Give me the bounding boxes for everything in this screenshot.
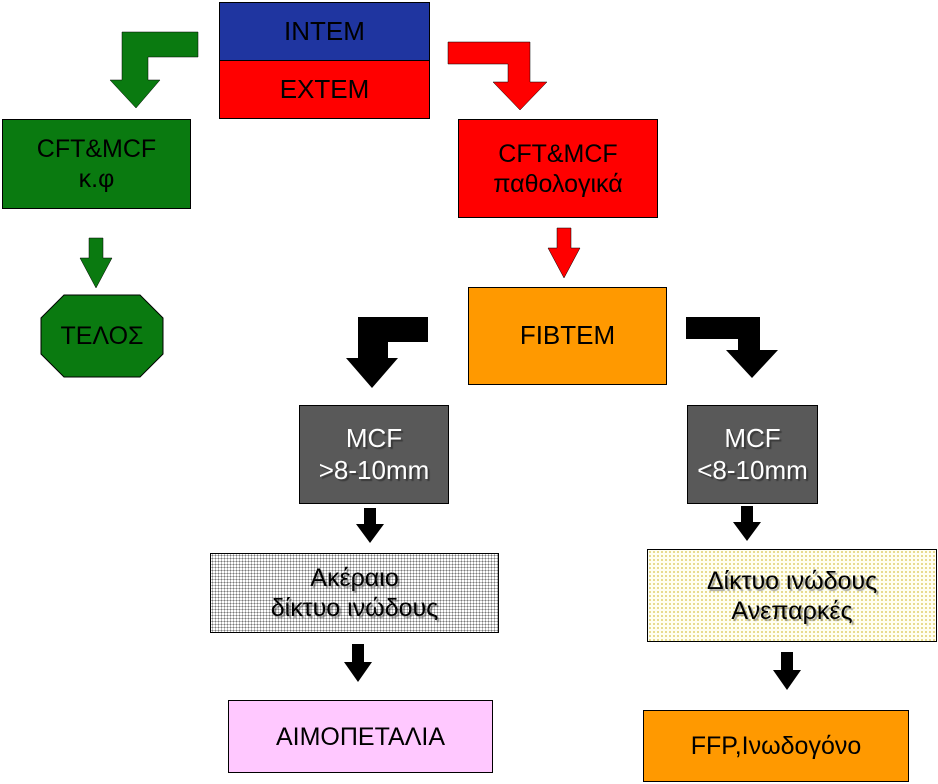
cft-abnormal-line1: CFT&MCF	[498, 139, 618, 168]
cft-abnormal-line2: παθολογικά	[493, 169, 623, 198]
fibrin-insufficient-box: Δίκτυο ινώδους Ανεπαρκές	[647, 549, 937, 642]
mcf-low-box: MCF <8-10mm	[687, 405, 818, 504]
arrow-to-cft-abnormal	[447, 41, 548, 111]
ffp-box: FFP,Ινωδογόνο	[643, 710, 909, 782]
fibrin-intact-line2: δίκτυο ινώδους	[270, 594, 439, 622]
arrow-to-cft-normal	[109, 31, 199, 109]
extem-label: EXTEM	[279, 73, 370, 104]
telos-octagon: ΤΕΛΟΣ	[40, 294, 164, 378]
mcf-low-line1: MCF	[724, 423, 781, 454]
arrow-to-mcf-low	[686, 317, 778, 378]
extem-box: EXTEM	[219, 60, 430, 119]
mcf-high-line1: MCF	[345, 423, 403, 454]
mcf-high-line2: >8-10mm	[318, 454, 430, 485]
fibtem-label: FIBTEM	[519, 320, 616, 351]
cft-normal-box: CFT&MCF κ.φ	[2, 119, 191, 209]
arrow-to-fibtem	[547, 227, 581, 279]
fibrin-insufficient-line1: Δίκτυο ινώδους	[706, 566, 878, 595]
intem-box: INTEM	[219, 2, 430, 61]
fibtem-box: FIBTEM	[468, 287, 667, 385]
arrow-to-mcf-high	[346, 317, 428, 388]
intem-label: INTEM	[284, 15, 365, 46]
cft-abnormal-box: CFT&MCF παθολογικά	[458, 119, 658, 218]
mcf-high-box: MCF >8-10mm	[299, 405, 449, 504]
arrow-to-platelets	[344, 644, 372, 682]
platelets-box: ΑΙΜΟΠΕΤΑΛΙΑ	[228, 700, 493, 773]
arrow-to-telos	[79, 237, 113, 289]
cft-normal-line1: CFT&MCF	[36, 135, 157, 163]
fibrin-insufficient-line2: Ανεπαρκές	[731, 596, 853, 625]
platelets-label: ΑΙΜΟΠΕΤΑΛΙΑ	[275, 722, 446, 751]
arrow-to-ffp	[773, 652, 801, 690]
fibrin-intact-line1: Ακέραιο	[310, 564, 399, 592]
arrow-to-fibrin-intact	[356, 508, 384, 543]
cft-normal-line2: κ.φ	[78, 165, 115, 193]
mcf-low-line2: <8-10mm	[697, 454, 808, 485]
fibrin-intact-box: Ακέραιο δίκτυο ινώδους	[210, 553, 499, 633]
telos-label: ΤΕΛΟΣ	[60, 322, 143, 350]
arrow-to-fibrin-insufficient	[733, 506, 761, 541]
ffp-label: FFP,Ινωδογόνο	[690, 732, 862, 760]
